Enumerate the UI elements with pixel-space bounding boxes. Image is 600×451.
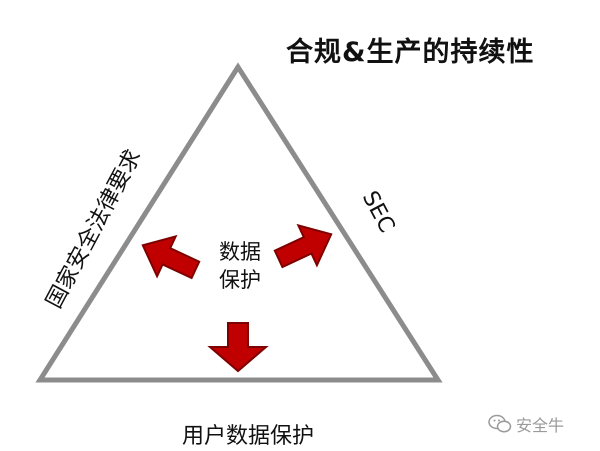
arrow-right-up <box>273 223 333 269</box>
triangle-outline <box>35 62 443 383</box>
watermark: 安全牛 <box>488 412 564 436</box>
arrow-down <box>207 322 269 373</box>
center-label: 数据 保护 <box>219 238 261 294</box>
center-label-line1: 数据 <box>219 240 261 264</box>
watermark-text: 安全牛 <box>516 416 565 435</box>
diagram-title: 合规&生产的持续性 <box>286 37 535 68</box>
arrow-left-up <box>141 234 201 280</box>
bottom-side-label: 用户数据保护 <box>181 424 315 449</box>
center-label-line2: 保护 <box>219 268 261 292</box>
wechat-icon <box>488 414 512 433</box>
